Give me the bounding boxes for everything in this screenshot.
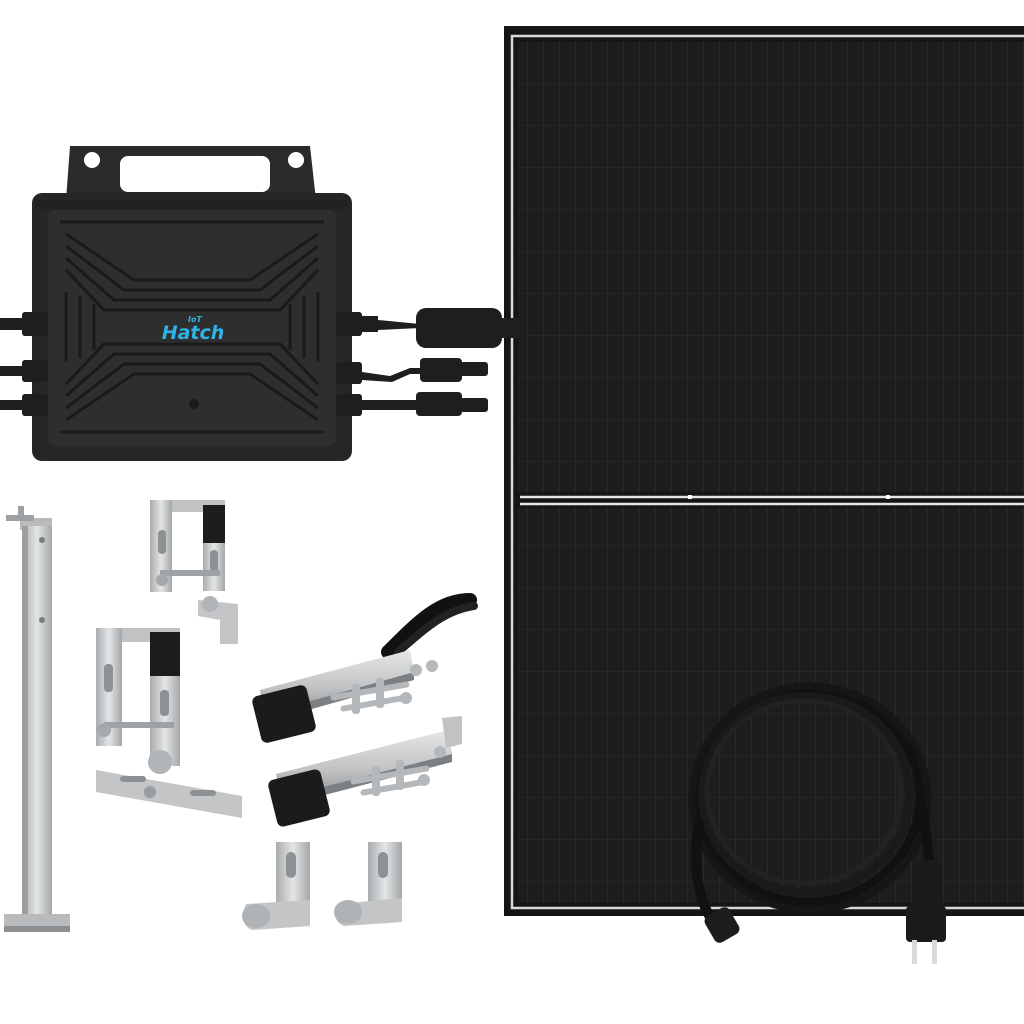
ac-power-cable (688, 682, 946, 964)
adjustable-mounting-arms (252, 593, 478, 827)
solar-panel (504, 26, 1024, 916)
roof-hook-brackets (96, 500, 242, 818)
brand-logo: Hatch (162, 322, 225, 344)
logo-small-text: IoT (188, 315, 202, 324)
mounting-pole (4, 506, 70, 932)
l-feet (242, 842, 402, 930)
micro-inverter: IoT Hatch (0, 146, 526, 461)
